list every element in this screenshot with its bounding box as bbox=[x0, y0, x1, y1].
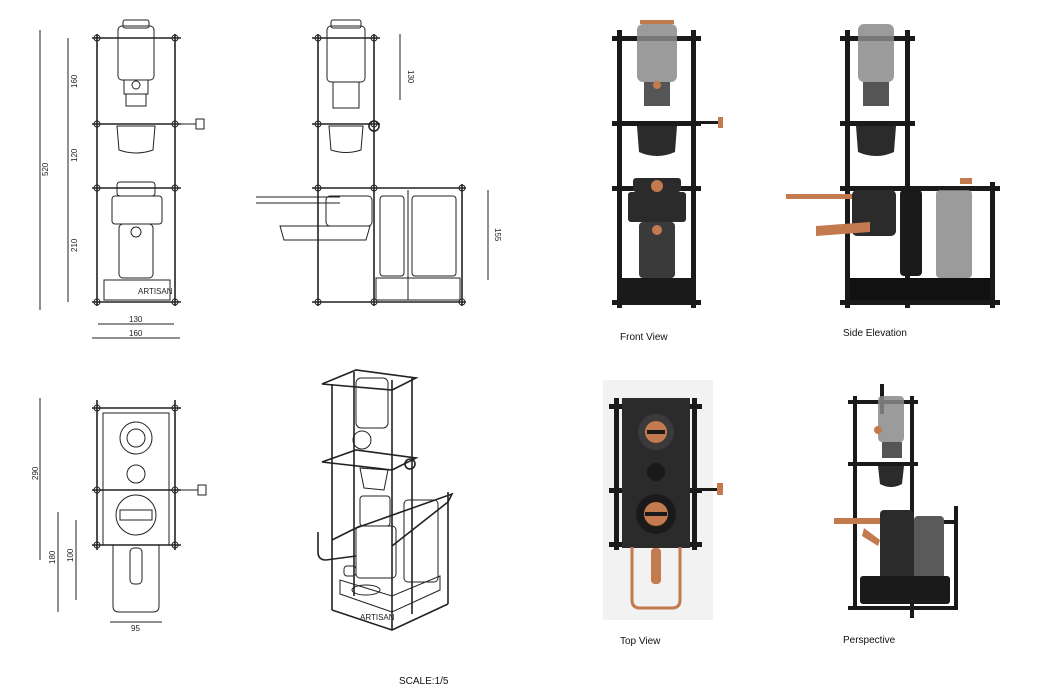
dim-top-lower-b: 100 bbox=[66, 548, 75, 562]
top-view-drawing: 290 180 100 95 bbox=[31, 398, 207, 633]
dim-front-section-mid: 120 bbox=[70, 148, 79, 162]
dim-top-lower-a: 180 bbox=[48, 550, 57, 564]
label-scale: SCALE:1/5 bbox=[399, 676, 449, 687]
label-front-view: Front View bbox=[620, 332, 668, 343]
svg-text:ARTISAN: ARTISAN bbox=[138, 287, 173, 296]
dim-top-height: 290 bbox=[31, 466, 40, 480]
dim-front-section-bottom: 210 bbox=[70, 238, 79, 252]
front-view-render bbox=[612, 20, 723, 308]
dim-front-inner-width: 130 bbox=[129, 315, 143, 324]
dim-side-top: 130 bbox=[406, 70, 415, 84]
label-top-view: Top View bbox=[620, 636, 661, 647]
front-view-drawing: ARTISAN 520 160 120 210 130 160 bbox=[39, 19, 205, 339]
perspective-drawing: ARTISAN bbox=[317, 369, 454, 631]
side-elevation-render bbox=[786, 24, 1000, 308]
top-view-render bbox=[603, 380, 723, 620]
perspective-render bbox=[834, 384, 958, 618]
dim-front-outer-width: 160 bbox=[129, 329, 143, 338]
svg-text:ARTISAN: ARTISAN bbox=[360, 613, 395, 622]
label-side-elevation: Side Elevation bbox=[843, 328, 907, 339]
side-elevation-drawing: 130 155 bbox=[256, 19, 502, 306]
dim-top-width: 95 bbox=[131, 624, 140, 633]
dim-front-total-height: 520 bbox=[41, 162, 50, 176]
label-perspective: Perspective bbox=[843, 635, 896, 646]
dim-side-right: 155 bbox=[493, 228, 502, 242]
dim-front-section-top: 160 bbox=[70, 74, 79, 88]
